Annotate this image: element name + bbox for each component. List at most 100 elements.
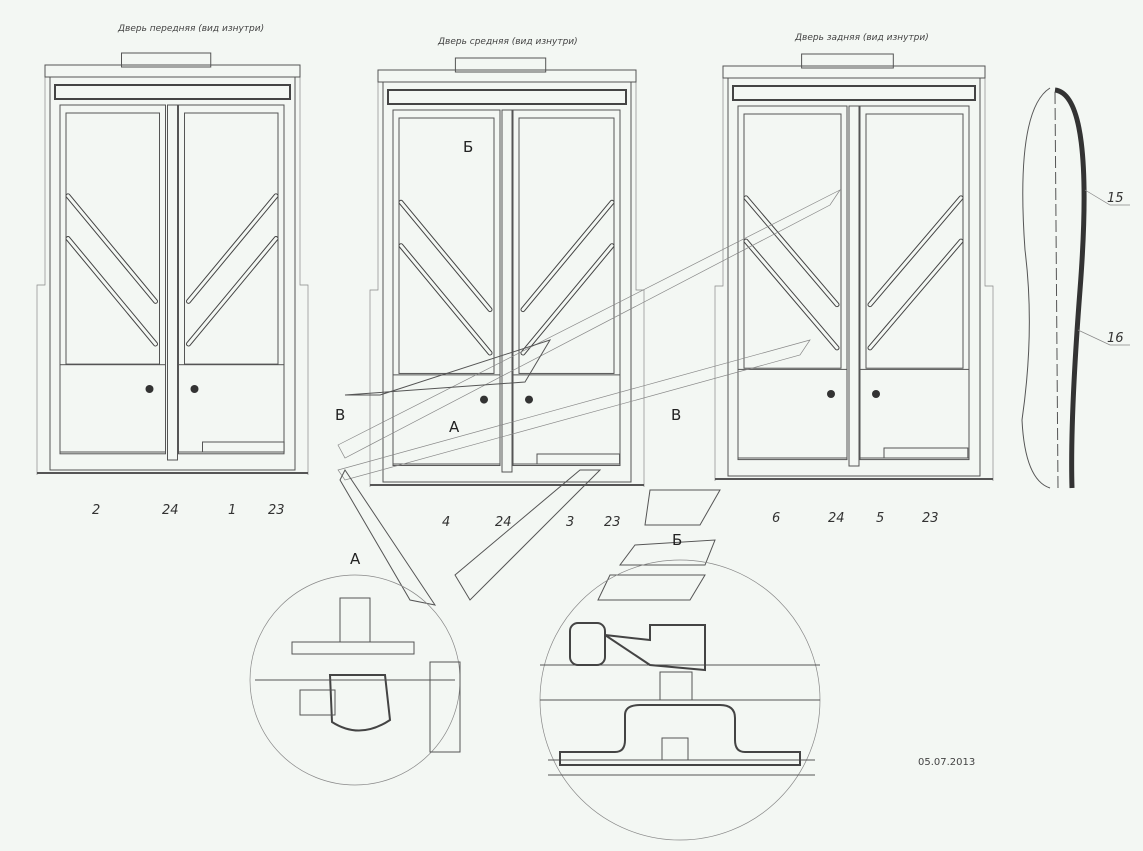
front-door: [36, 52, 309, 475]
detail-label-a: А: [350, 550, 361, 568]
right-leaf: [178, 104, 285, 455]
diagonal-handrail-inner: [744, 239, 839, 350]
left-leaf: [392, 109, 501, 467]
callout-front-23: 23: [268, 503, 285, 518]
callout-middle-4: 4: [442, 515, 450, 530]
wall-outline: [714, 66, 994, 481]
view-mark-a: А: [449, 418, 460, 436]
callout-front-24: 24: [162, 503, 179, 518]
lock-knob: [827, 390, 835, 398]
door-frame: [382, 81, 632, 483]
callout-middle-3: 3: [566, 515, 574, 530]
diagonal-handrail-inner: [521, 244, 614, 355]
detail-b-bracket: [559, 704, 801, 766]
leader-line: [1084, 189, 1130, 206]
callout-side-15: 15: [1107, 191, 1124, 206]
right-leaf: [859, 105, 970, 461]
leaf-outline: [859, 105, 970, 459]
detail-b-rod-end: [604, 624, 706, 672]
door-frame: [49, 76, 296, 471]
glass-panel: [743, 113, 842, 369]
leaf-outline: [178, 104, 285, 453]
section-projection: [337, 189, 842, 481]
door-frame: [727, 77, 981, 477]
detail-b-nut: [659, 671, 693, 701]
rear-door: [714, 53, 994, 481]
middle-door: [369, 57, 645, 487]
leaf-outline: [737, 105, 848, 459]
lower-panel: [737, 368, 848, 461]
lock-knob: [480, 395, 488, 404]
callout-rear-24: 24: [828, 511, 845, 526]
lower-panel: [512, 374, 621, 467]
lock-knob: [145, 385, 154, 393]
glass-panel: [518, 117, 615, 374]
diagonal-handrail-inner: [868, 196, 963, 307]
diagonal-handrail-inner: [868, 239, 963, 350]
wall-outline: [36, 65, 309, 475]
threshold-guide-23: [202, 441, 285, 453]
detail-b-rails: [540, 664, 820, 776]
callout-front-1: 1: [228, 503, 236, 518]
top-rail: [54, 84, 291, 100]
title-front-door: Дверь передняя (вид изнутри): [117, 24, 264, 34]
diagonal-handrail-inner: [187, 194, 278, 303]
lock-knob: [525, 395, 533, 404]
callout-rear-5: 5: [876, 511, 884, 526]
drawing-date: 05.07.2013: [918, 757, 975, 768]
diagonal-handrail-inner: [744, 196, 839, 307]
detail-a-ball-joint: [328, 674, 392, 732]
top-rail: [732, 85, 976, 101]
threshold-guide-23: [883, 447, 969, 459]
top-mechanism-cover: [454, 57, 547, 73]
title-rear-door: Дверь задняя (вид изнутри): [794, 33, 929, 43]
leaf-outline: [512, 109, 621, 465]
leader-line: [1077, 329, 1130, 346]
top-mechanism-cover: [801, 53, 894, 69]
diagonal-handrail-inner: [66, 194, 157, 303]
side-view-wall: [1021, 87, 1051, 489]
top-rail: [387, 89, 627, 105]
side-view-door-seal: [1054, 87, 1087, 489]
lock-knob: [872, 390, 880, 398]
section-mark-v-right: В: [671, 406, 681, 424]
lower-panel: [859, 368, 970, 461]
diagonal-handrail-inner: [66, 237, 157, 346]
lower-panel: [392, 374, 501, 467]
top-mechanism-cover: [121, 52, 212, 68]
diagonal-handrail-inner: [187, 237, 278, 346]
callout-middle-23: 23: [604, 515, 621, 530]
view-mark-b: Б: [463, 138, 473, 156]
right-leaf: [512, 109, 621, 467]
detail-a-rod: [299, 689, 336, 716]
center-post: [167, 104, 178, 461]
glass-panel: [865, 113, 964, 369]
detail-a-plate: [291, 641, 415, 655]
wall-outline: [369, 70, 645, 487]
callout-front-2: 2: [92, 503, 100, 518]
title-middle-door: Дверь средняя (вид изнутри): [437, 37, 578, 47]
leaf-outline: [59, 104, 166, 453]
section-leader-bands: [339, 469, 602, 606]
glass-panel: [184, 112, 279, 365]
lock-knob: [190, 385, 199, 393]
lower-panel: [178, 364, 285, 455]
callout-rear-6: 6: [772, 511, 780, 526]
detail-a-bracket: [429, 661, 461, 753]
detail-a-bolt: [339, 597, 371, 643]
diagonal-handrail-inner: [399, 244, 492, 355]
callout-middle-24: 24: [495, 515, 512, 530]
diagonal-handrail-inner: [521, 200, 614, 312]
callout-side-16: 16: [1107, 331, 1124, 346]
section-planes: [344, 339, 721, 601]
glass-panel: [65, 112, 160, 365]
detail-label-b: Б: [672, 531, 682, 549]
lower-panel: [59, 364, 166, 455]
glass-panel: [398, 117, 495, 374]
left-leaf: [737, 105, 848, 461]
center-post: [848, 105, 860, 467]
leaf-outline: [392, 109, 501, 465]
callout-rear-23: 23: [922, 511, 939, 526]
side-view-door-axis: [1054, 91, 1059, 489]
